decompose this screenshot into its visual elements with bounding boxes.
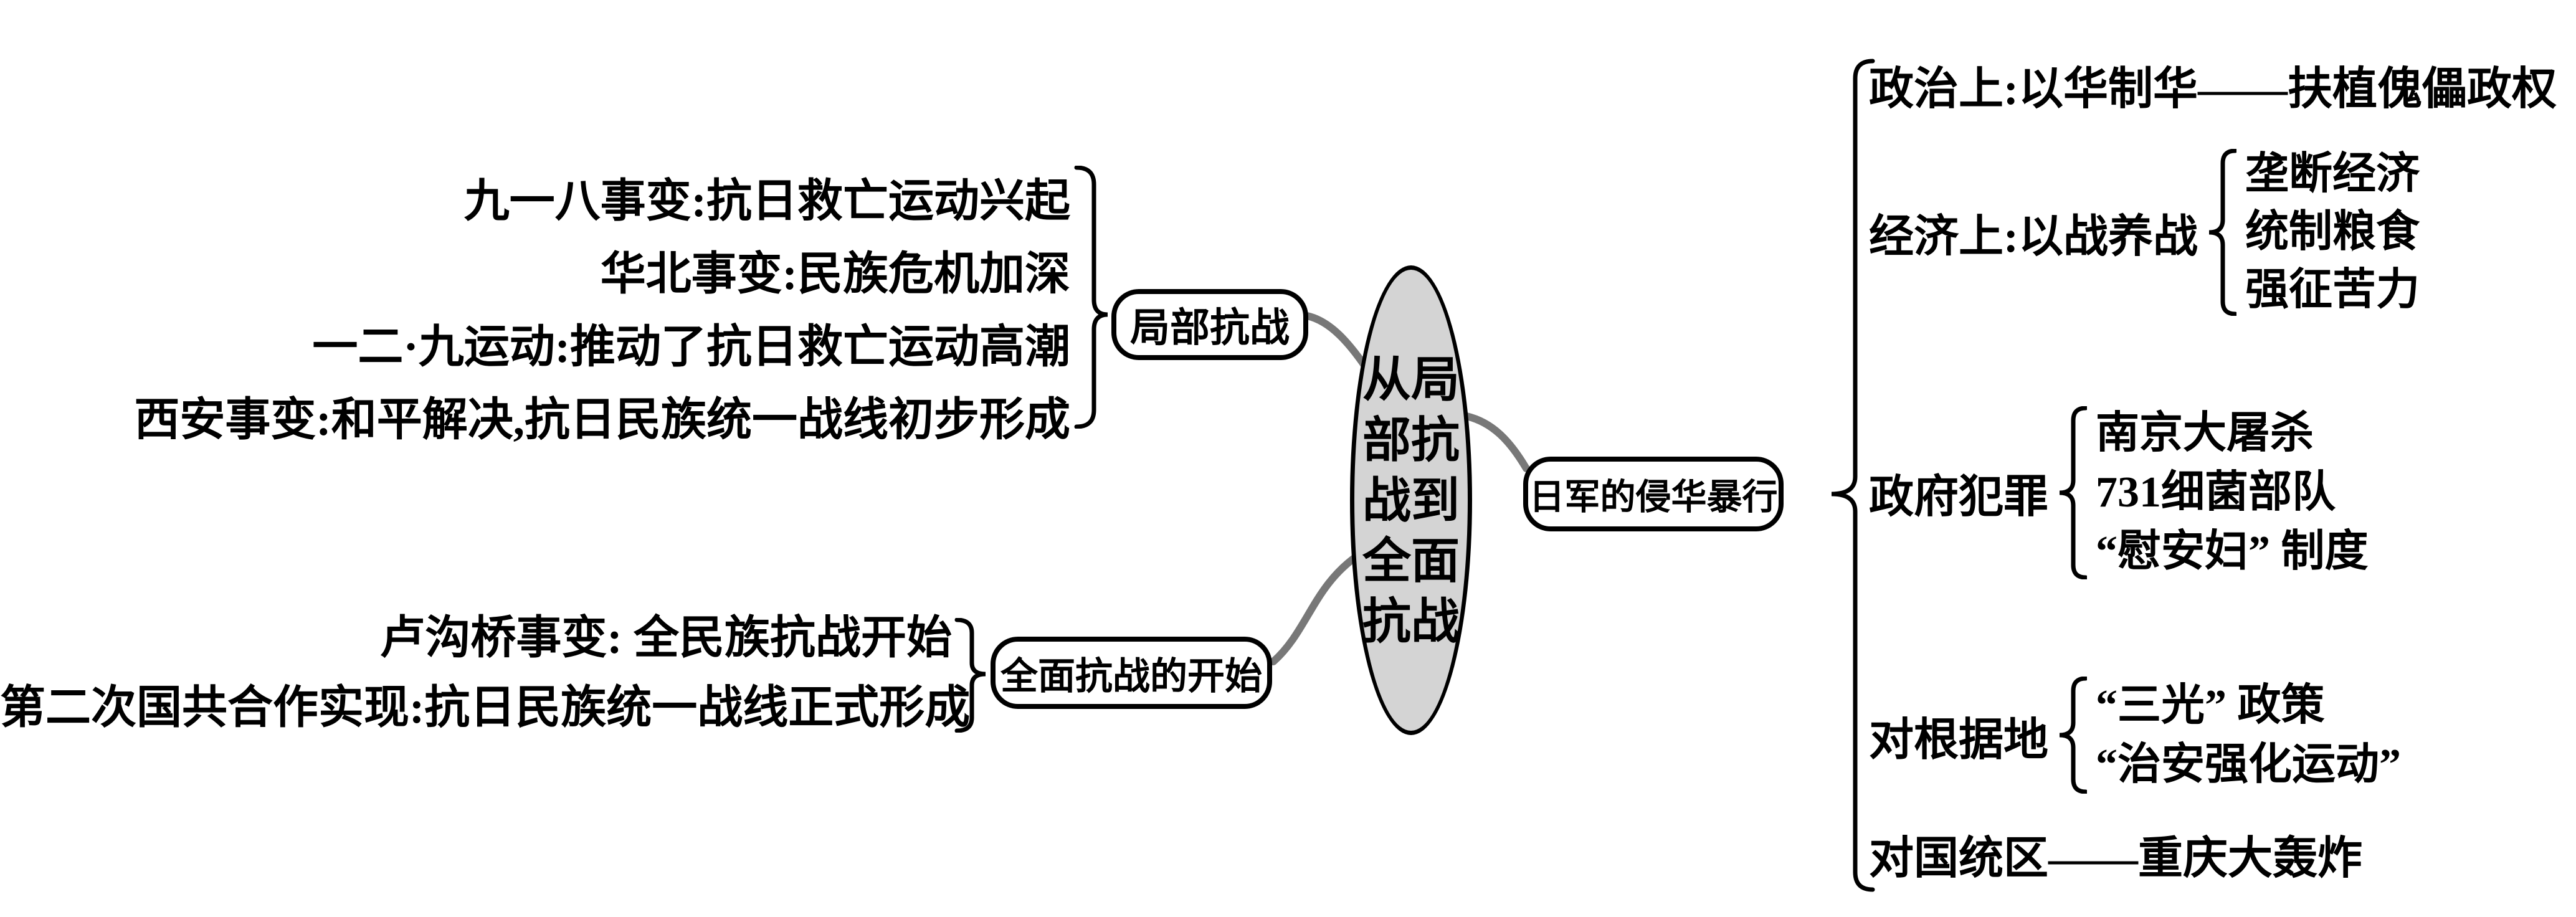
branch-base-areas-label: 对根据地 [1869,715,2049,765]
full-resistance-events: 卢沟桥事变: 全民族抗战开始 第二次国共合作实现:抗日民族统一战线正式形成 [0,603,971,743]
branch-crime-label: 政府犯罪 [1869,472,2049,522]
center-title-line: 抗战 [1362,594,1460,649]
connector-center-to-atrocity [1463,412,1530,472]
base-areas-items: “三光” 政策 “治安强化运动” [2096,676,2401,794]
base-areas-brace [2059,677,2088,794]
center-topic-ellipse: 从局 部抗 战到 全面 抗战 [1350,265,1472,735]
branch-base-areas: 对根据地 “三光” 政策 “治安强化运动” [1869,676,2401,794]
economy-items: 垄断经济 统制粮食 强征苦力 [2245,145,2420,319]
branch-crime: 政府犯罪 南京大屠杀 731细菌部队 “慰安妇” 制度 [1869,404,2369,581]
branch-economy: 经济上:以战养战 垄断经济 统制粮食 强征苦力 [1869,145,2420,319]
event-line: 第二次国共合作实现:抗日民族统一战线正式形成 [0,682,971,733]
event-line: 西安事变:和平解决,抗日民族统一战线初步形成 [134,394,1070,445]
full-resistance-box: 全面抗战的开始 [991,637,1272,709]
local-resistance-events: 九一八事变:抗日救亡运动兴起 华北事变:民族危机加深 一二·九运动:推动了抗日救… [0,164,1070,456]
branch-kmt-areas-label: 对国统区——重庆大轰炸 [1869,834,2363,883]
crime-item: 731细菌部队 [2096,468,2336,516]
local-resistance-label: 局部抗战 [1130,306,1290,350]
crime-items: 南京大屠杀 731细菌部队 “慰安妇” 制度 [2096,404,2369,581]
connector-local-to-center [1303,312,1373,376]
event-line: 九一八事变:抗日救亡运动兴起 [463,176,1070,226]
branch-kmt-areas: 对国统区——重庆大轰炸 [1869,830,2362,886]
base-areas-item: “治安强化运动” [2096,741,2402,789]
event-line: 华北事变:民族危机加深 [600,249,1070,299]
branch-politics-label: 政治上:以华制华——扶植傀儡政权 [1869,64,2557,114]
crime-brace [2059,406,2088,579]
economy-item: 垄断经济 [2245,150,2420,198]
event-line: 卢沟桥事变: 全民族抗战开始 [379,612,952,663]
connector-full-to-center [1270,551,1363,665]
branch-politics: 政治上:以华制华——扶植傀儡政权 [1869,61,2557,117]
atrocity-label: 日军的侵华暴行 [1529,478,1778,517]
center-title-line: 从局 [1362,352,1460,407]
economy-item: 统制粮食 [2245,208,2420,256]
economy-brace [2208,148,2236,316]
right-main-brace [1831,59,1875,892]
atrocity-box: 日军的侵华暴行 [1523,457,1784,531]
full-resistance-label: 全面抗战的开始 [1000,655,1262,697]
event-line: 一二·九运动:推动了抗日救亡运动高潮 [312,321,1070,372]
left-top-brace [1074,166,1108,429]
local-resistance-box: 局部抗战 [1111,289,1308,360]
center-title-line: 全面 [1362,533,1460,588]
branch-economy-label: 经济上:以战养战 [1869,212,2198,262]
base-areas-item: “三光” 政策 [2096,682,2325,729]
center-title-line: 部抗 [1362,412,1460,467]
crime-item: “慰安妇” 制度 [2096,528,2369,576]
economy-item: 强征苦力 [2245,266,2420,314]
left-bottom-brace [954,618,986,733]
crime-item: 南京大屠杀 [2096,409,2314,457]
center-title-line: 战到 [1362,473,1460,528]
